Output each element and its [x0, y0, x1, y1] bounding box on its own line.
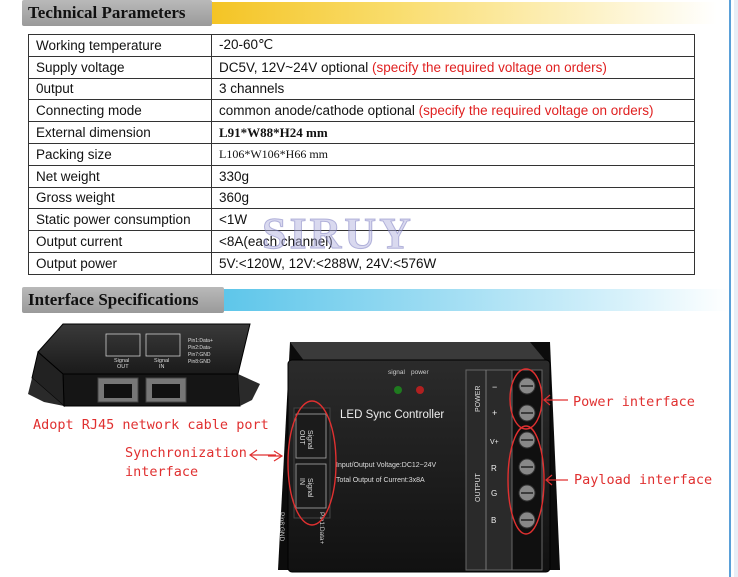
page-edge-line [729, 0, 731, 577]
svg-text:B: B [491, 516, 496, 525]
svg-text:Signal: Signal [306, 478, 313, 498]
svg-text:IN: IN [159, 364, 165, 370]
table-row: Net weight 330g [28, 164, 695, 188]
svg-text:signal: signal [388, 369, 406, 376]
param-value: <8A(each channel) [219, 234, 333, 250]
param-label: Static power consumption [28, 208, 212, 232]
param-value: -20-60℃ [219, 37, 274, 53]
svg-text:Total Output of Current:3x8A: Total Output of Current:3x8A [336, 477, 425, 484]
svg-text:G: G [491, 489, 497, 498]
svg-text:Pin2:Data-: Pin2:Data- [188, 345, 212, 351]
svg-text:Signal: Signal [114, 358, 129, 364]
payload-interface-label: Payload interface [574, 472, 713, 488]
param-value: L91*W88*H24 mm [219, 124, 328, 140]
param-value-cell: -20-60℃ [211, 34, 695, 57]
svg-text:Pin1:Data+: Pin1:Data+ [188, 338, 213, 344]
watermark: SIRUY [262, 209, 414, 259]
page-edge-strip [734, 0, 738, 577]
table-row: External dimension L91*W88*H24 mm [28, 121, 695, 144]
table-row: Output power 5V:<120W, 12V:<288W, 24V:<57… [28, 251, 695, 275]
param-value-cell: DC5V, 12V~24V optional (specify the requ… [211, 55, 695, 79]
sync-interface-label-line2: interface [125, 464, 199, 480]
table-row: Gross weight 360g [28, 186, 695, 210]
param-label: Gross weight [28, 186, 212, 210]
table-row: Working temperature -20-60℃ [28, 34, 695, 57]
svg-text:OUT: OUT [298, 430, 305, 446]
param-label: Connecting mode [28, 99, 212, 123]
svg-text:R: R [491, 464, 497, 473]
param-value: common anode/cathode optional [219, 103, 415, 119]
table-row: Packing size L106*W106*H66 mm [28, 142, 695, 166]
param-label: 0utput [28, 77, 212, 101]
param-label: Output power [28, 251, 212, 275]
technical-parameters-title: Technical Parameters [28, 3, 186, 22]
param-label: External dimension [28, 121, 212, 144]
svg-text:Signal: Signal [306, 430, 313, 450]
param-value-cell: 360g [211, 186, 695, 210]
param-label: Packing size [28, 142, 212, 166]
small-controller-image: Signal OUT Signal IN Pin1:Data+ Pin2:Dat… [28, 323, 260, 408]
sync-arrow-icon [248, 449, 276, 461]
param-label: Output current [28, 230, 212, 253]
svg-text:IN: IN [298, 478, 305, 485]
param-value-cell: 3 channels [211, 77, 695, 101]
svg-text:Pin8:GND: Pin8:GND [188, 359, 211, 365]
param-value: DC5V, 12V~24V optional [219, 59, 369, 75]
param-note: (specify the required voltage on orders) [418, 103, 654, 119]
svg-text:Pin7:GND: Pin7:GND [188, 352, 211, 358]
param-label: Net weight [28, 164, 212, 188]
svg-text:Input/Output Voltage:DC12~24V: Input/Output Voltage:DC12~24V [336, 462, 437, 469]
table-row: Static power consumption <1W [28, 208, 695, 232]
sync-interface-label: Synchronization [125, 445, 247, 461]
svg-text:Pin8:GND: Pin8:GND [278, 512, 285, 542]
param-value: L106*W106*H66 mm [219, 147, 328, 162]
svg-text:+: + [492, 408, 497, 418]
param-value-cell: L91*W88*H24 mm [211, 121, 695, 144]
param-value: <1W [219, 212, 248, 228]
param-value-cell: 5V:<120W, 12V:<288W, 24V:<576W [211, 251, 695, 275]
svg-text:Signal: Signal [154, 358, 169, 364]
header-gradient-band [212, 2, 717, 24]
svg-text:OUT: OUT [117, 364, 129, 370]
svg-text:Pin1:Data+: Pin1:Data+ [318, 512, 325, 545]
header-label-bg [22, 0, 212, 26]
param-value: 330g [219, 168, 250, 184]
param-label: Working temperature [28, 34, 212, 57]
svg-text:−: − [492, 382, 497, 392]
power-interface-label: Power interface [573, 394, 695, 410]
param-label: Supply voltage [28, 55, 212, 79]
rj45-caption: Adopt RJ45 network cable port [33, 417, 269, 433]
param-value-cell: L106*W106*H66 mm [211, 142, 695, 166]
table-row: 0utput 3 channels [28, 77, 695, 101]
svg-text:OUTPUT: OUTPUT [475, 473, 482, 503]
param-value-cell: common anode/cathode optional (specify t… [211, 99, 695, 123]
svg-text:LED Sync Controller: LED Sync Controller [340, 409, 444, 421]
technical-parameters-table: Working temperature -20-60℃ Supply voltage… [28, 34, 695, 275]
param-value: 360g [219, 190, 250, 206]
svg-text:POWER: POWER [475, 386, 482, 412]
svg-text:V+: V+ [490, 439, 499, 446]
led-sync-controller-image: Signal OUT Signal IN Pin8:GND Pin1:Data+… [268, 342, 568, 573]
header-label-bg [22, 287, 224, 313]
param-value: 5V:<120W, 12V:<288W, 24V:<576W [219, 255, 437, 271]
interface-specifications-title: Interface Specifications [28, 290, 199, 309]
param-value-cell: 330g [211, 164, 695, 188]
param-note: (specify the required voltage on orders) [372, 59, 607, 75]
param-value: 3 channels [219, 81, 285, 97]
svg-text:power: power [411, 369, 430, 376]
header-gradient-band [224, 289, 729, 311]
